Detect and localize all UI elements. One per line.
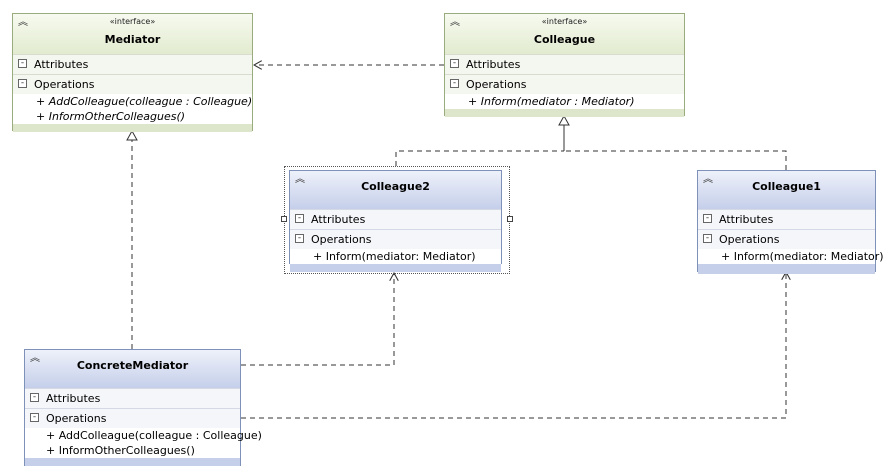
class-name: Colleague <box>533 33 596 46</box>
class-concretemediator[interactable]: ︽ ConcreteMediator - Attributes - Operat… <box>24 349 262 466</box>
chevron-up-double-icon[interactable]: ︽ <box>18 17 28 28</box>
minus-box-icon[interactable]: - <box>295 234 304 243</box>
stereotype-label: «interface» <box>541 17 588 26</box>
attributes-label: Attributes <box>34 58 89 71</box>
operation-item[interactable]: + Inform(mediator: Mediator) <box>290 249 501 264</box>
class-header[interactable]: ︽ Colleague2 <box>290 171 501 209</box>
resize-handle-left[interactable] <box>281 216 287 222</box>
operations-label: Operations <box>719 233 780 246</box>
minus-box-icon[interactable]: - <box>450 79 459 88</box>
attributes-compartment[interactable]: - Attributes <box>290 209 501 229</box>
class-footer <box>290 264 501 272</box>
chevron-up-double-icon[interactable]: ︽ <box>30 353 40 364</box>
realization-colleague2-to-colleague[interactable] <box>395 150 564 166</box>
operations-compartment[interactable]: - Operations <box>25 408 240 428</box>
minus-box-icon[interactable]: - <box>18 79 27 88</box>
realization-colleague1-to-colleague[interactable] <box>564 150 787 170</box>
operations-compartment[interactable]: - Operations <box>698 229 875 249</box>
operation-item[interactable]: + Inform(mediator : Mediator) <box>445 94 684 109</box>
attributes-label: Attributes <box>719 213 774 226</box>
minus-box-icon[interactable]: - <box>30 393 39 402</box>
class-header[interactable]: ︽ «interface» Colleague <box>445 14 684 54</box>
minus-box-icon[interactable]: - <box>703 234 712 243</box>
operations-label: Operations <box>466 78 527 91</box>
operation-item[interactable]: + Inform(mediator: Mediator) <box>698 249 884 264</box>
class-mediator[interactable]: ︽ «interface» Mediator - Attributes - Op… <box>12 13 253 132</box>
realization-arrowhead-mediator <box>126 129 138 141</box>
class-header[interactable]: ︽ Colleague1 <box>698 171 875 209</box>
class-footer <box>445 109 684 117</box>
class-header[interactable]: ︽ «interface» Mediator <box>13 14 252 54</box>
operations-compartment[interactable]: - Operations <box>290 229 501 249</box>
class-colleague2[interactable]: ︽ Colleague2 - Attributes - Operations +… <box>289 170 502 272</box>
operation-item[interactable]: + InformOtherColleagues() <box>13 109 252 124</box>
chevron-up-double-icon[interactable]: ︽ <box>450 17 460 28</box>
class-colleague[interactable]: ︽ «interface» Colleague - Attributes - O… <box>444 13 685 117</box>
operations-label: Operations <box>34 78 95 91</box>
realization-arrowhead-colleague <box>558 114 570 126</box>
operations-compartment[interactable]: - Operations <box>445 74 684 94</box>
operation-item[interactable]: + InformOtherColleagues() <box>25 443 240 458</box>
class-header[interactable]: ︽ ConcreteMediator <box>25 350 240 388</box>
chevron-up-double-icon[interactable]: ︽ <box>295 174 305 185</box>
minus-box-icon[interactable]: - <box>450 59 459 68</box>
operations-label: Operations <box>46 412 107 425</box>
minus-box-icon[interactable]: - <box>18 59 27 68</box>
class-name: Mediator <box>104 33 161 46</box>
operations-compartment[interactable]: - Operations <box>13 74 252 94</box>
resize-handle-right[interactable] <box>507 216 513 222</box>
attributes-label: Attributes <box>311 213 366 226</box>
class-footer <box>25 458 240 466</box>
dependency-concretemediator-to-colleague1[interactable] <box>241 272 786 419</box>
minus-box-icon[interactable]: - <box>30 413 39 422</box>
chevron-up-double-icon[interactable]: ︽ <box>703 174 713 185</box>
class-footer <box>698 264 875 274</box>
class-name: Colleague2 <box>361 180 430 193</box>
class-name: ConcreteMediator <box>76 359 189 372</box>
minus-box-icon[interactable]: - <box>295 214 304 223</box>
class-name: Colleague1 <box>752 180 821 193</box>
attributes-label: Attributes <box>466 58 521 71</box>
minus-box-icon[interactable]: - <box>703 214 712 223</box>
attributes-compartment[interactable]: - Attributes <box>445 54 684 74</box>
dependency-concretemediator-to-colleague2[interactable] <box>241 273 394 366</box>
class-colleague1[interactable]: ︽ Colleague1 - Attributes - Operations +… <box>697 170 884 274</box>
class-footer <box>13 124 252 132</box>
operation-item[interactable]: + AddColleague(colleague : Colleague) <box>13 94 252 109</box>
operations-label: Operations <box>311 233 372 246</box>
attributes-compartment[interactable]: - Attributes <box>698 209 875 229</box>
stereotype-label: «interface» <box>109 17 156 26</box>
attributes-compartment[interactable]: - Attributes <box>13 54 252 74</box>
attributes-compartment[interactable]: - Attributes <box>25 388 240 408</box>
operation-item[interactable]: + AddColleague(colleague : Colleague) <box>25 428 262 443</box>
attributes-label: Attributes <box>46 392 101 405</box>
